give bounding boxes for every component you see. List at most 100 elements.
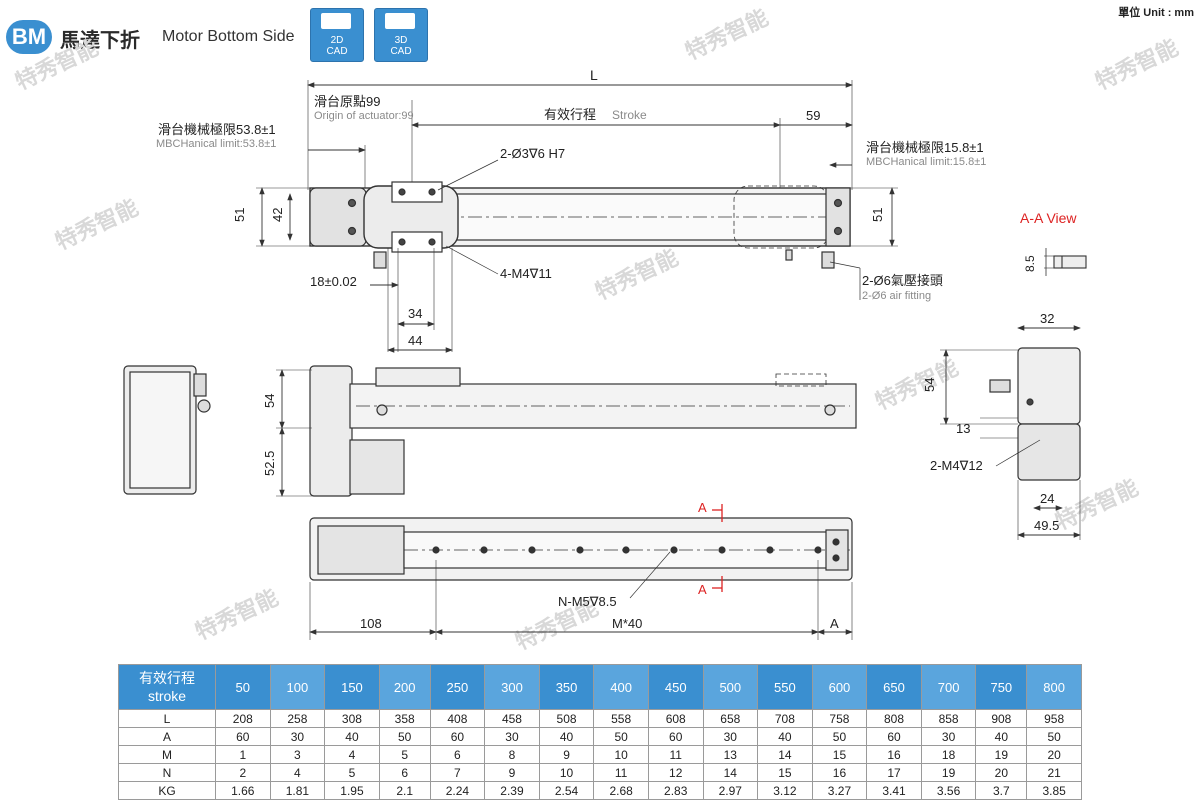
table-cell: 2.97	[702, 781, 759, 800]
table-cell: 60	[215, 727, 271, 746]
table-cell: 1.81	[269, 781, 326, 800]
dim-34: 34	[408, 306, 422, 321]
table-cell: 21	[1026, 763, 1082, 782]
watermark: 特秀智能	[872, 355, 962, 415]
table-cell: 6	[429, 745, 486, 764]
mech-limit-left-en: MBCHanical limit:53.8±1	[156, 138, 276, 150]
dim-m40: M*40	[612, 616, 642, 631]
table-cell: 30	[702, 727, 759, 746]
n-m5-callout: N-M5∇8.5	[558, 594, 617, 609]
stroke-cell: 650	[866, 664, 922, 710]
title-chinese: 馬達下折	[60, 30, 140, 52]
table-cell: 30	[920, 727, 977, 746]
table-cell: 14	[757, 745, 813, 764]
table-cell: 60	[866, 727, 922, 746]
table-cell: 50	[811, 727, 868, 746]
stroke-header-cn: 有效行程	[139, 670, 195, 686]
table-cell: 18	[920, 745, 977, 764]
stroke-cell: 300	[484, 664, 540, 710]
table-cell: 40	[975, 727, 1028, 746]
disk-icon	[385, 13, 415, 29]
watermark: 特秀智能	[192, 585, 282, 645]
stroke-label: 有效行程	[544, 107, 596, 122]
table-cell: 808	[866, 709, 922, 728]
watermark: 特秀智能	[12, 35, 102, 95]
section-marker-top: A	[698, 500, 707, 515]
row-label: A	[118, 727, 216, 746]
side-view	[276, 365, 857, 497]
stroke-cell: 100	[269, 664, 326, 710]
m4-12-callout: 2-M4∇12	[930, 458, 983, 473]
cad-2d-label-b: CAD	[326, 46, 348, 57]
table-cell: 3.27	[811, 781, 868, 800]
stroke-cell: 750	[975, 664, 1028, 710]
dim-42: 42	[270, 208, 285, 222]
mech-limit-right: 滑台機械極限15.8±1	[866, 140, 984, 155]
table-cell: 508	[538, 709, 595, 728]
table-cell: 16	[866, 745, 922, 764]
table-cell: 20	[975, 763, 1028, 782]
table-cell: 2.54	[538, 781, 595, 800]
table-cell: 758	[811, 709, 868, 728]
table-cell: 19	[975, 745, 1028, 764]
table-cell: 17	[866, 763, 922, 782]
table-cell: 14	[702, 763, 759, 782]
origin-label: 滑台原點99	[314, 94, 380, 109]
table-cell: 7	[429, 763, 486, 782]
table-cell: 11	[647, 745, 704, 764]
title-english: Motor Bottom Side	[162, 28, 295, 45]
dim-59: 59	[806, 108, 820, 123]
mech-limit-left: 滑台機械極限53.8±1	[158, 122, 276, 137]
air-fitting-callout-en: 2-Ø6 air fitting	[862, 290, 931, 302]
table-cell: 6	[378, 763, 431, 782]
bottom-view	[309, 504, 853, 640]
aa-view	[1044, 248, 1087, 276]
stroke-cell: 250	[429, 664, 486, 710]
table-cell: 358	[378, 709, 431, 728]
table-cell: 15	[757, 763, 813, 782]
table-cell: 13	[702, 745, 759, 764]
stroke-header: 有效行程 stroke	[118, 664, 216, 710]
table-cell: 258	[269, 709, 326, 728]
table-cell: 50	[593, 727, 649, 746]
unit-label: 單位 Unit : mm	[1118, 7, 1194, 19]
hole-h7-callout: 2-Ø3∇6 H7	[500, 146, 565, 161]
table-cell: 608	[647, 709, 704, 728]
origin-label-en: Origin of actuator:99	[314, 110, 414, 122]
table-cell: 3	[269, 745, 326, 764]
cad-3d-label-b: CAD	[390, 46, 412, 57]
table-cell: 60	[647, 727, 704, 746]
table-cell: 458	[484, 709, 540, 728]
table-cell: 8	[484, 745, 540, 764]
table-cell: 2.68	[593, 781, 649, 800]
watermark: 特秀智能	[682, 5, 772, 65]
table-cell: 11	[593, 763, 649, 782]
motor-end-view	[123, 365, 211, 495]
row-label: N	[118, 763, 216, 782]
table-cell: 1.66	[215, 781, 271, 800]
dim-108: 108	[360, 616, 382, 631]
table-cell: 9	[484, 763, 540, 782]
m4-11-callout: 4-M4∇11	[500, 266, 552, 281]
end-view	[940, 325, 1081, 540]
dim-51-left: 51	[232, 208, 247, 222]
watermark: 特秀智能	[52, 195, 142, 255]
table-cell: 40	[538, 727, 595, 746]
table-cell: 3.12	[757, 781, 813, 800]
stroke-cell: 150	[324, 664, 380, 710]
disk-icon	[321, 13, 351, 29]
table-cell: 1	[215, 745, 271, 764]
stroke-cell: 450	[647, 664, 704, 710]
table-cell: 2.39	[484, 781, 540, 800]
table-cell: 1.95	[324, 781, 380, 800]
cad-3d-label-a: 3D	[394, 35, 408, 46]
aa-view-title: A-A View	[1020, 210, 1077, 226]
section-marker-bottom: A	[698, 582, 707, 597]
technical-drawing: 特秀智能 特秀智能 特秀智能 特秀智能 特秀智能 特秀智能 特秀智能 特秀智能 …	[12, 5, 1182, 655]
